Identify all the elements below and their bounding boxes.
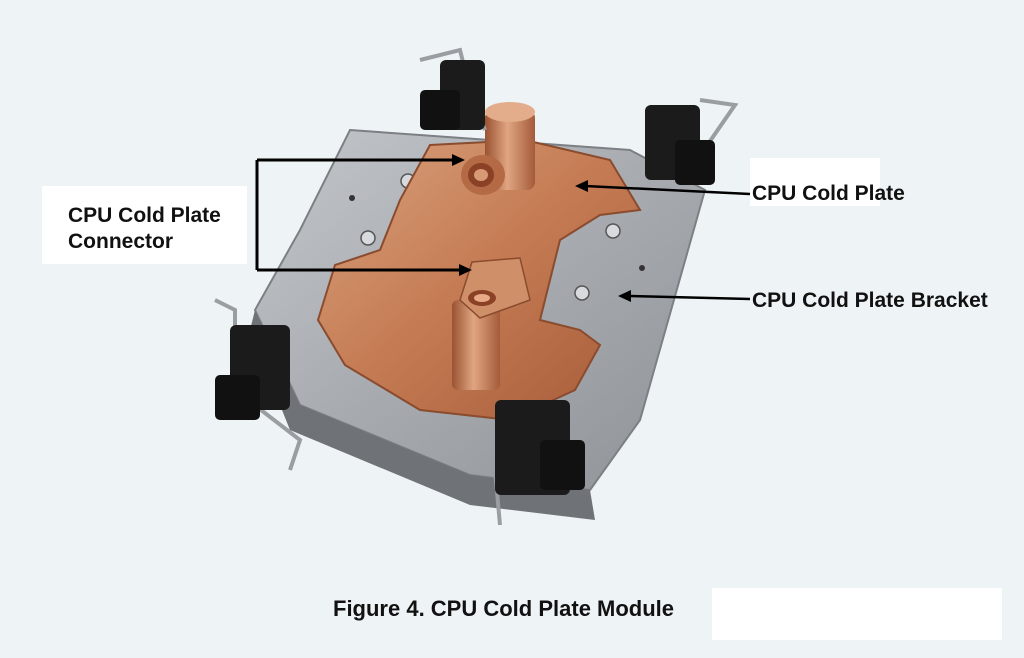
label-cold-plate-connector-line2: Connector	[68, 230, 173, 253]
retention-clip-top-left	[419, 47, 487, 131]
screw-hole-icon	[360, 230, 376, 246]
label-cold-plate-bracket: CPU Cold Plate Bracket	[752, 289, 988, 312]
cold-plate-connector-top	[461, 102, 535, 195]
leader-line-connector	[255, 154, 472, 276]
label-bg-connector	[42, 186, 247, 264]
label-cold-plate-connector: CPU Cold Plate Connector	[68, 203, 258, 255]
leader-line-bracket	[618, 290, 751, 302]
label-bg-caption	[712, 588, 1002, 640]
leader-line-coldplate	[575, 180, 751, 196]
label-cold-plate-connector-line1: CPU Cold Plate	[68, 204, 221, 227]
label-bg-coldplate	[750, 158, 880, 206]
screw-hole-icon	[574, 285, 590, 301]
retention-clip-bottom-right	[493, 400, 607, 526]
cold-plate-connector-bottom	[452, 257, 531, 390]
figure-caption: Figure 4. CPU Cold Plate Module	[333, 596, 675, 621]
screw-hole-icon	[605, 223, 621, 239]
retention-clip-top-right	[645, 98, 739, 185]
retention-clip-bottom-left	[214, 298, 303, 471]
label-cold-plate: CPU Cold Plate	[752, 182, 905, 205]
